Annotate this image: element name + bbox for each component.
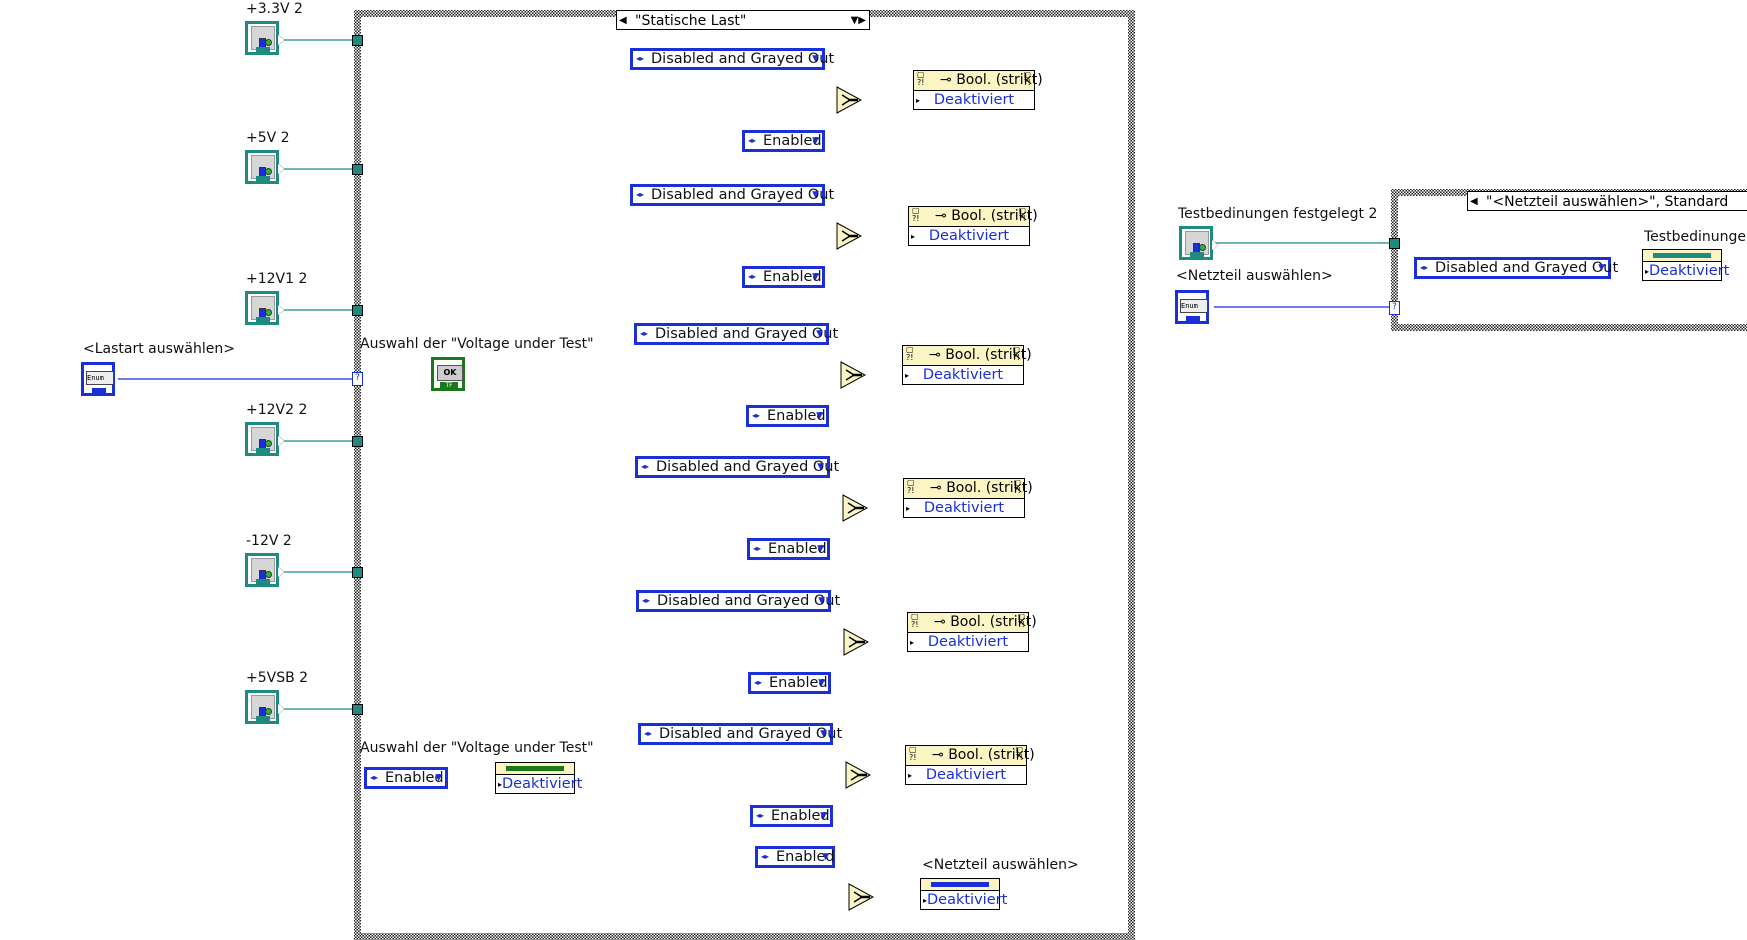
cluster-indicator-icon[interactable] bbox=[245, 291, 284, 325]
select-node-icon[interactable] bbox=[840, 361, 867, 389]
netzteil-label: <Netzteil auswählen> bbox=[1176, 268, 1333, 284]
enabled-constant[interactable]: ◂▸Enabled▼ bbox=[742, 130, 825, 152]
cluster-tunnel bbox=[352, 35, 363, 46]
cluster-indicator-icon[interactable] bbox=[245, 553, 284, 587]
case-selector-tunnel: ? bbox=[1389, 301, 1400, 315]
disabled-constant[interactable]: ◂▸Disabled and Grayed Out▼ bbox=[630, 48, 834, 70]
enabled-constant[interactable]: ◂▸Enabled▼ bbox=[748, 672, 831, 694]
select-node-icon[interactable] bbox=[843, 628, 870, 656]
terminal-label: +12V1 2 bbox=[246, 271, 308, 287]
case-selector[interactable]: ◀ "Statische Last" ▼▶ bbox=[616, 10, 870, 30]
cluster-tunnel bbox=[352, 567, 363, 578]
enabled-constant[interactable]: ◂▸Enabled▼ bbox=[742, 266, 825, 288]
case-selector-tunnel: ? bbox=[352, 372, 363, 386]
terminal-label: +12V2 2 bbox=[246, 402, 308, 418]
enabled-constant[interactable]: ◂▸Enabled▼ bbox=[364, 767, 448, 789]
terminal-label: +5VSB 2 bbox=[246, 670, 309, 686]
property-node[interactable]: ▸Deaktiviert bbox=[495, 762, 582, 794]
property-node[interactable]: ▢?!⊸ Bool. (strikt)▢?!▸Deaktiviert bbox=[903, 478, 1033, 518]
decrement-arrow-icon[interactable]: ◀ bbox=[1470, 196, 1478, 207]
cluster-tunnel bbox=[352, 436, 363, 447]
cluster-tunnel bbox=[352, 704, 363, 715]
property-node[interactable]: ▢?!⊸ Bool. (strikt)▢?!▸Deaktiviert bbox=[907, 612, 1037, 652]
property-node[interactable]: ▢?!⊸ Bool. (strikt)▢?!▸Deaktiviert bbox=[902, 345, 1032, 385]
select-node-icon[interactable] bbox=[845, 761, 872, 789]
dropdown-arrow-icon: ▼ bbox=[435, 773, 442, 783]
enabled-constant[interactable]: ◂▸Enabled▼ bbox=[755, 846, 835, 868]
enabled-constant[interactable]: ◂▸Enabled▼ bbox=[746, 405, 829, 427]
property-node[interactable]: ▸Deaktiviert bbox=[1642, 249, 1729, 281]
cluster-indicator-icon[interactable] bbox=[245, 422, 284, 456]
select-node-icon[interactable] bbox=[836, 86, 863, 114]
lastart-label: <Lastart auswählen> bbox=[83, 341, 235, 357]
enabled-constant[interactable]: ◂▸Enabled▼ bbox=[750, 805, 833, 827]
decrement-arrow-icon[interactable]: ◀ bbox=[619, 15, 627, 26]
disabled-constant[interactable]: ◂▸Disabled and Grayed Out▼ bbox=[1414, 257, 1618, 279]
cluster-tunnel bbox=[352, 164, 363, 175]
lastart-enum-control[interactable]: Enum bbox=[81, 362, 115, 396]
netzteil-property-label: <Netzteil auswählen> bbox=[922, 857, 1079, 873]
bool-property-label: Auswahl der "Voltage under Test" bbox=[360, 740, 594, 756]
cluster-indicator-icon[interactable] bbox=[1179, 226, 1218, 260]
terminal-label: +5V 2 bbox=[246, 130, 290, 146]
property-node[interactable]: ▢?!⊸ Bool. (strikt)▢?!▸Deaktiviert bbox=[908, 206, 1038, 246]
cluster-indicator-icon[interactable] bbox=[245, 690, 284, 724]
property-node[interactable]: ▢?!⊸ Bool. (strikt)▢?!▸Deaktiviert bbox=[913, 70, 1043, 110]
disabled-constant[interactable]: ◂▸Disabled and Grayed Out▼ bbox=[636, 590, 840, 612]
disabled-constant[interactable]: ◂▸Disabled and Grayed Out▼ bbox=[630, 184, 834, 206]
cluster-tunnel bbox=[352, 305, 363, 316]
case-selector[interactable]: ◀ "<Netzteil auswählen>", Standard bbox=[1467, 191, 1747, 211]
disabled-constant[interactable]: ◂▸Disabled and Grayed Out▼ bbox=[638, 723, 842, 745]
testbed-property-label: Testbedinungen bbox=[1644, 229, 1747, 245]
cluster-tunnel bbox=[1389, 238, 1400, 249]
terminal-label: -12V 2 bbox=[246, 533, 292, 549]
disabled-constant[interactable]: ◂▸Disabled and Grayed Out▼ bbox=[634, 323, 838, 345]
terminal-label: +3.3V 2 bbox=[246, 1, 303, 17]
select-node-icon[interactable] bbox=[842, 494, 869, 522]
dropdown-arrow-icon[interactable]: ▼▶ bbox=[850, 15, 866, 26]
netzteil-enum-control[interactable]: Enum bbox=[1175, 290, 1209, 324]
bool-control-label: Auswahl der "Voltage under Test" bbox=[360, 336, 594, 352]
cluster-indicator-icon[interactable] bbox=[245, 150, 284, 184]
select-node-icon[interactable] bbox=[848, 883, 875, 911]
select-node-icon[interactable] bbox=[836, 222, 863, 250]
disabled-constant[interactable]: ◂▸Disabled and Grayed Out▼ bbox=[635, 456, 839, 478]
testbed-label: Testbedinungen festgelegt 2 bbox=[1178, 206, 1378, 222]
property-node[interactable]: ▸Deaktiviert bbox=[920, 878, 1007, 910]
cluster-indicator-icon[interactable] bbox=[245, 21, 284, 55]
enabled-constant[interactable]: ◂▸Enabled▼ bbox=[747, 538, 830, 560]
property-node[interactable]: ▢?!⊸ Bool. (strikt)▢?!▸Deaktiviert bbox=[905, 745, 1035, 785]
